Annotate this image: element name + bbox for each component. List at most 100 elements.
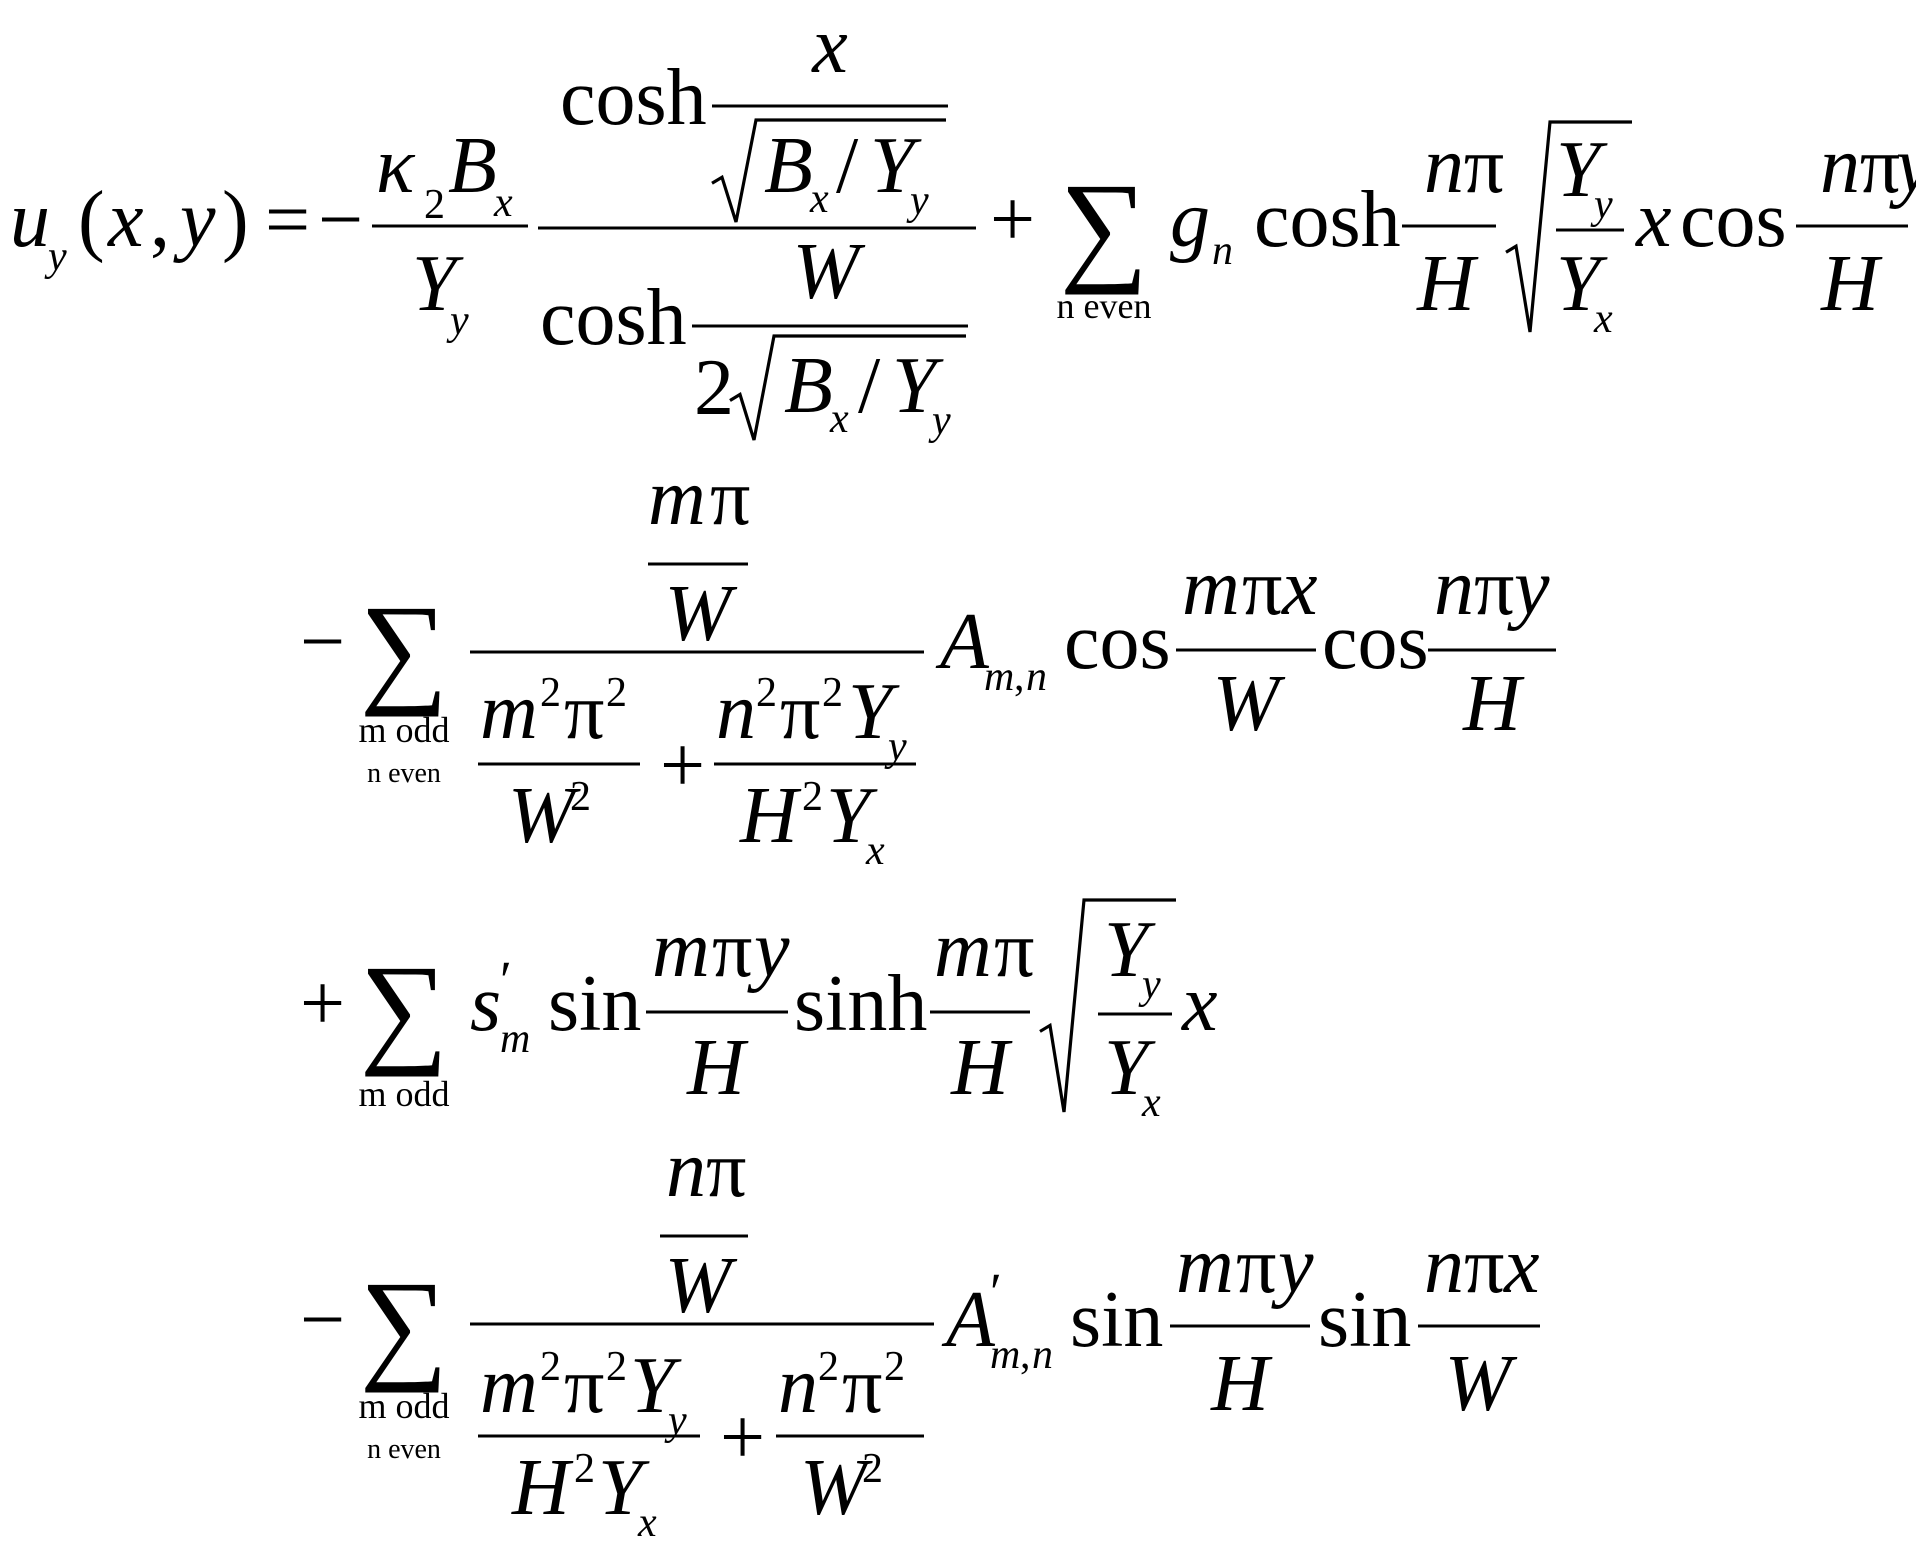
- minus-sign: −: [300, 598, 345, 686]
- subscript-n: n: [1026, 654, 1047, 700]
- subscript-y: y: [884, 724, 907, 770]
- cos: cos: [1064, 598, 1171, 686]
- pi: π: [712, 906, 752, 994]
- superscript-2: 2: [540, 1344, 561, 1390]
- sqrt-sign: [1505, 120, 1632, 333]
- superscript-2: 2: [574, 1446, 595, 1492]
- superscript-2: 2: [606, 670, 627, 716]
- plus-sign: +: [990, 176, 1035, 264]
- summation-sign: ∑: [1060, 158, 1148, 295]
- var-H: H: [1462, 660, 1525, 748]
- equals-sign: =: [265, 176, 310, 264]
- subscript-m: m: [984, 654, 1014, 700]
- summation-sign: ∑: [360, 580, 448, 717]
- var-Y: Y: [630, 1342, 682, 1430]
- var-n: n: [1434, 544, 1474, 632]
- var-s: s: [470, 960, 501, 1048]
- subscript-n: n: [1032, 1332, 1053, 1378]
- var-Y: Y: [870, 122, 922, 210]
- sqrt-sign: [1039, 898, 1176, 1113]
- cos: cos: [1322, 598, 1429, 686]
- var-x: x: [1635, 176, 1672, 264]
- summation-limit: m odd: [358, 1074, 449, 1114]
- kappa: κ: [376, 122, 416, 210]
- var-x: x: [1281, 544, 1318, 632]
- var-A: A: [935, 598, 990, 686]
- minus-sign: −: [318, 176, 363, 264]
- summation-limit: m odd: [358, 710, 449, 750]
- var-B: B: [764, 122, 813, 210]
- superscript-2: 2: [862, 1446, 883, 1492]
- var-n: n: [778, 1342, 818, 1430]
- plus-sign: +: [720, 1394, 765, 1482]
- var-n: n: [1424, 1222, 1464, 1310]
- slash: /: [836, 122, 859, 210]
- var-Y: Y: [412, 240, 464, 328]
- var-H: H: [686, 1024, 749, 1112]
- subscript-y: y: [1138, 962, 1161, 1008]
- var-H: H: [1210, 1340, 1273, 1428]
- subscript-x: x: [829, 396, 849, 442]
- subscript-2: 2: [424, 182, 445, 228]
- var-Y: Y: [892, 342, 944, 430]
- subscript-y: y: [928, 398, 951, 444]
- superscript-2: 2: [884, 1344, 905, 1390]
- summation-limit: n even: [1057, 286, 1152, 326]
- subscript-m: m: [990, 1332, 1020, 1378]
- var-W: W: [508, 772, 581, 860]
- pi: π: [1242, 544, 1282, 632]
- paren-close: ): [222, 176, 249, 264]
- sin: sin: [548, 960, 641, 1048]
- var-x: x: [1503, 1222, 1540, 1310]
- subscript-x: x: [637, 1500, 657, 1541]
- subscript-x: x: [493, 180, 513, 226]
- pi: π: [1860, 122, 1900, 210]
- superscript-2: 2: [822, 670, 843, 716]
- numeral-2: 2: [694, 344, 734, 432]
- var-H: H: [1416, 240, 1479, 328]
- var-x: x: [811, 2, 848, 90]
- superscript-2: 2: [756, 670, 777, 716]
- var-m: m: [1176, 1222, 1234, 1310]
- var-H: H: [511, 1444, 574, 1532]
- var-H: H: [950, 1024, 1013, 1112]
- superscript-2: 2: [606, 1344, 627, 1390]
- var-H: H: [1820, 240, 1883, 328]
- var-W: W: [1445, 1340, 1518, 1428]
- pi: π: [710, 454, 750, 542]
- subscript-y: y: [906, 178, 929, 224]
- var-H: H: [739, 772, 802, 860]
- summation-sublimit: n even: [367, 758, 441, 789]
- sqrt-sign: [711, 118, 946, 223]
- var-y: y: [1507, 544, 1550, 632]
- subscript-n: n: [1212, 228, 1233, 274]
- var-Y: Y: [598, 1444, 650, 1532]
- comma: ,: [150, 176, 170, 264]
- superscript-2: 2: [570, 774, 591, 820]
- pi: π: [842, 1342, 882, 1430]
- subscript-x: x: [1593, 296, 1613, 342]
- var-y: y: [173, 176, 216, 264]
- pi: π: [564, 668, 604, 756]
- var-B: B: [784, 342, 833, 430]
- sinh: sinh: [794, 960, 927, 1048]
- var-x: x: [107, 176, 144, 264]
- superscript-2: 2: [818, 1344, 839, 1390]
- var-Y: Y: [1104, 906, 1156, 994]
- subscript-y: y: [446, 298, 469, 344]
- plus-sign: +: [660, 722, 705, 810]
- var-x: x: [1181, 960, 1218, 1048]
- var-m: m: [652, 906, 710, 994]
- var-W: W: [793, 228, 866, 316]
- subscript-comma: ,: [1014, 654, 1025, 700]
- pi: π: [1464, 1222, 1504, 1310]
- cosh: cosh: [1254, 176, 1401, 264]
- var-m: m: [480, 1342, 538, 1430]
- var-m: m: [1182, 544, 1240, 632]
- subscript-y: y: [1590, 182, 1613, 228]
- var-W: W: [665, 1242, 738, 1330]
- paren-open: (: [78, 176, 105, 264]
- var-n: n: [716, 668, 756, 756]
- var-B: B: [448, 122, 497, 210]
- var-Y: Y: [1104, 1024, 1156, 1112]
